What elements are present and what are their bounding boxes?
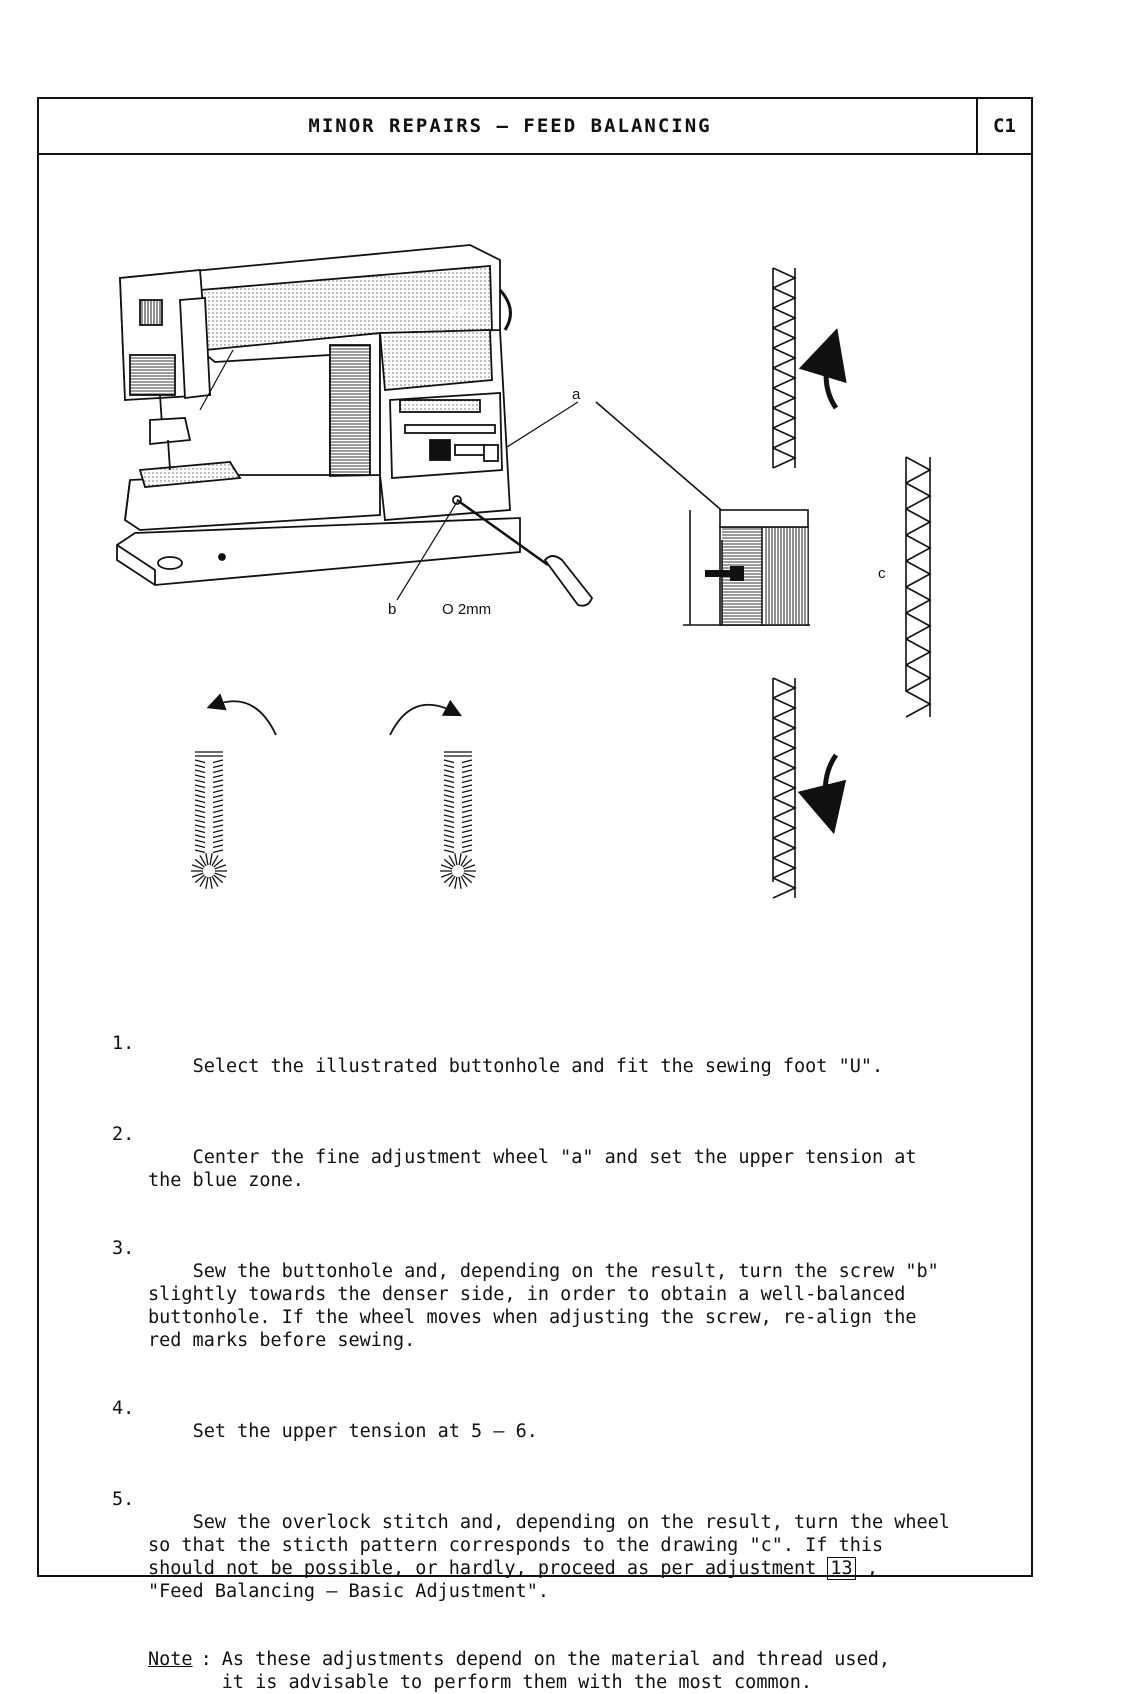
rotate-left-icon [206, 693, 277, 736]
step-number: 2. [112, 1124, 135, 1145]
page-header: MINOR REPAIRS – FEED BALANCING C1 [39, 99, 1031, 155]
step-text: Center the fine adjustment wheel "a" and… [148, 1147, 917, 1191]
stitch-pattern-c [905, 456, 932, 718]
arrow-down-icon [797, 753, 847, 835]
note: Note : As these adjustments depend on th… [148, 1649, 890, 1693]
step-number: 5. [112, 1489, 135, 1510]
instruction-step: 2. Center the fine adjustment wheel "a" a… [112, 1123, 952, 1215]
instruction-list: 1. Select the illustrated buttonhole and … [112, 1032, 952, 1694]
page-frame: MINOR REPAIRS – FEED BALANCING C1 [37, 97, 1033, 1577]
stitch-pattern-top [772, 267, 797, 469]
rotate-right-icon [389, 699, 462, 736]
instruction-step: 1. Select the illustrated buttonhole and … [112, 1032, 952, 1101]
step-text: Sew the overlock stitch and, depending o… [148, 1512, 950, 1579]
note-label: Note [148, 1649, 193, 1670]
wheel-detail [595, 401, 810, 626]
machine-logo: elna [452, 304, 477, 319]
page-code: C1 [976, 99, 1031, 153]
step-text: Select the illustrated buttonhole and fi… [192, 1056, 884, 1077]
step-number: 4. [112, 1398, 135, 1419]
label-screw-size: O 2mm [442, 601, 492, 618]
sewing-machine: elna [116, 244, 594, 607]
instruction-step: 5. Sew the overlock stitch and, depending… [112, 1488, 952, 1626]
step-text: Sew the buttonhole and, depending on the… [148, 1261, 939, 1351]
adjustment-reference: 13 [827, 1557, 856, 1580]
label-c: c [878, 565, 886, 582]
buttonhole-left [191, 751, 227, 889]
step-text: Set the upper tension at 5 – 6. [192, 1421, 538, 1442]
illustration: elna [116, 244, 932, 899]
step-number: 3. [112, 1238, 135, 1259]
label-a: a [572, 386, 581, 403]
page-title: MINOR REPAIRS – FEED BALANCING [308, 115, 712, 137]
step-number: 1. [112, 1033, 135, 1054]
arrow-up-icon [798, 328, 847, 410]
stitch-pattern-bottom [772, 677, 797, 899]
buttonhole-right [440, 751, 476, 889]
step-text-continued: , "Feed Balancing – Basic Adjustment". [148, 1558, 878, 1602]
note-text: As these adjustments depend on the mater… [221, 1649, 890, 1693]
instruction-step: 4. Set the upper tension at 5 – 6. [112, 1397, 952, 1466]
instruction-step: 3. Sew the buttonhole and, depending on t… [112, 1237, 952, 1375]
label-b: b [388, 601, 397, 618]
